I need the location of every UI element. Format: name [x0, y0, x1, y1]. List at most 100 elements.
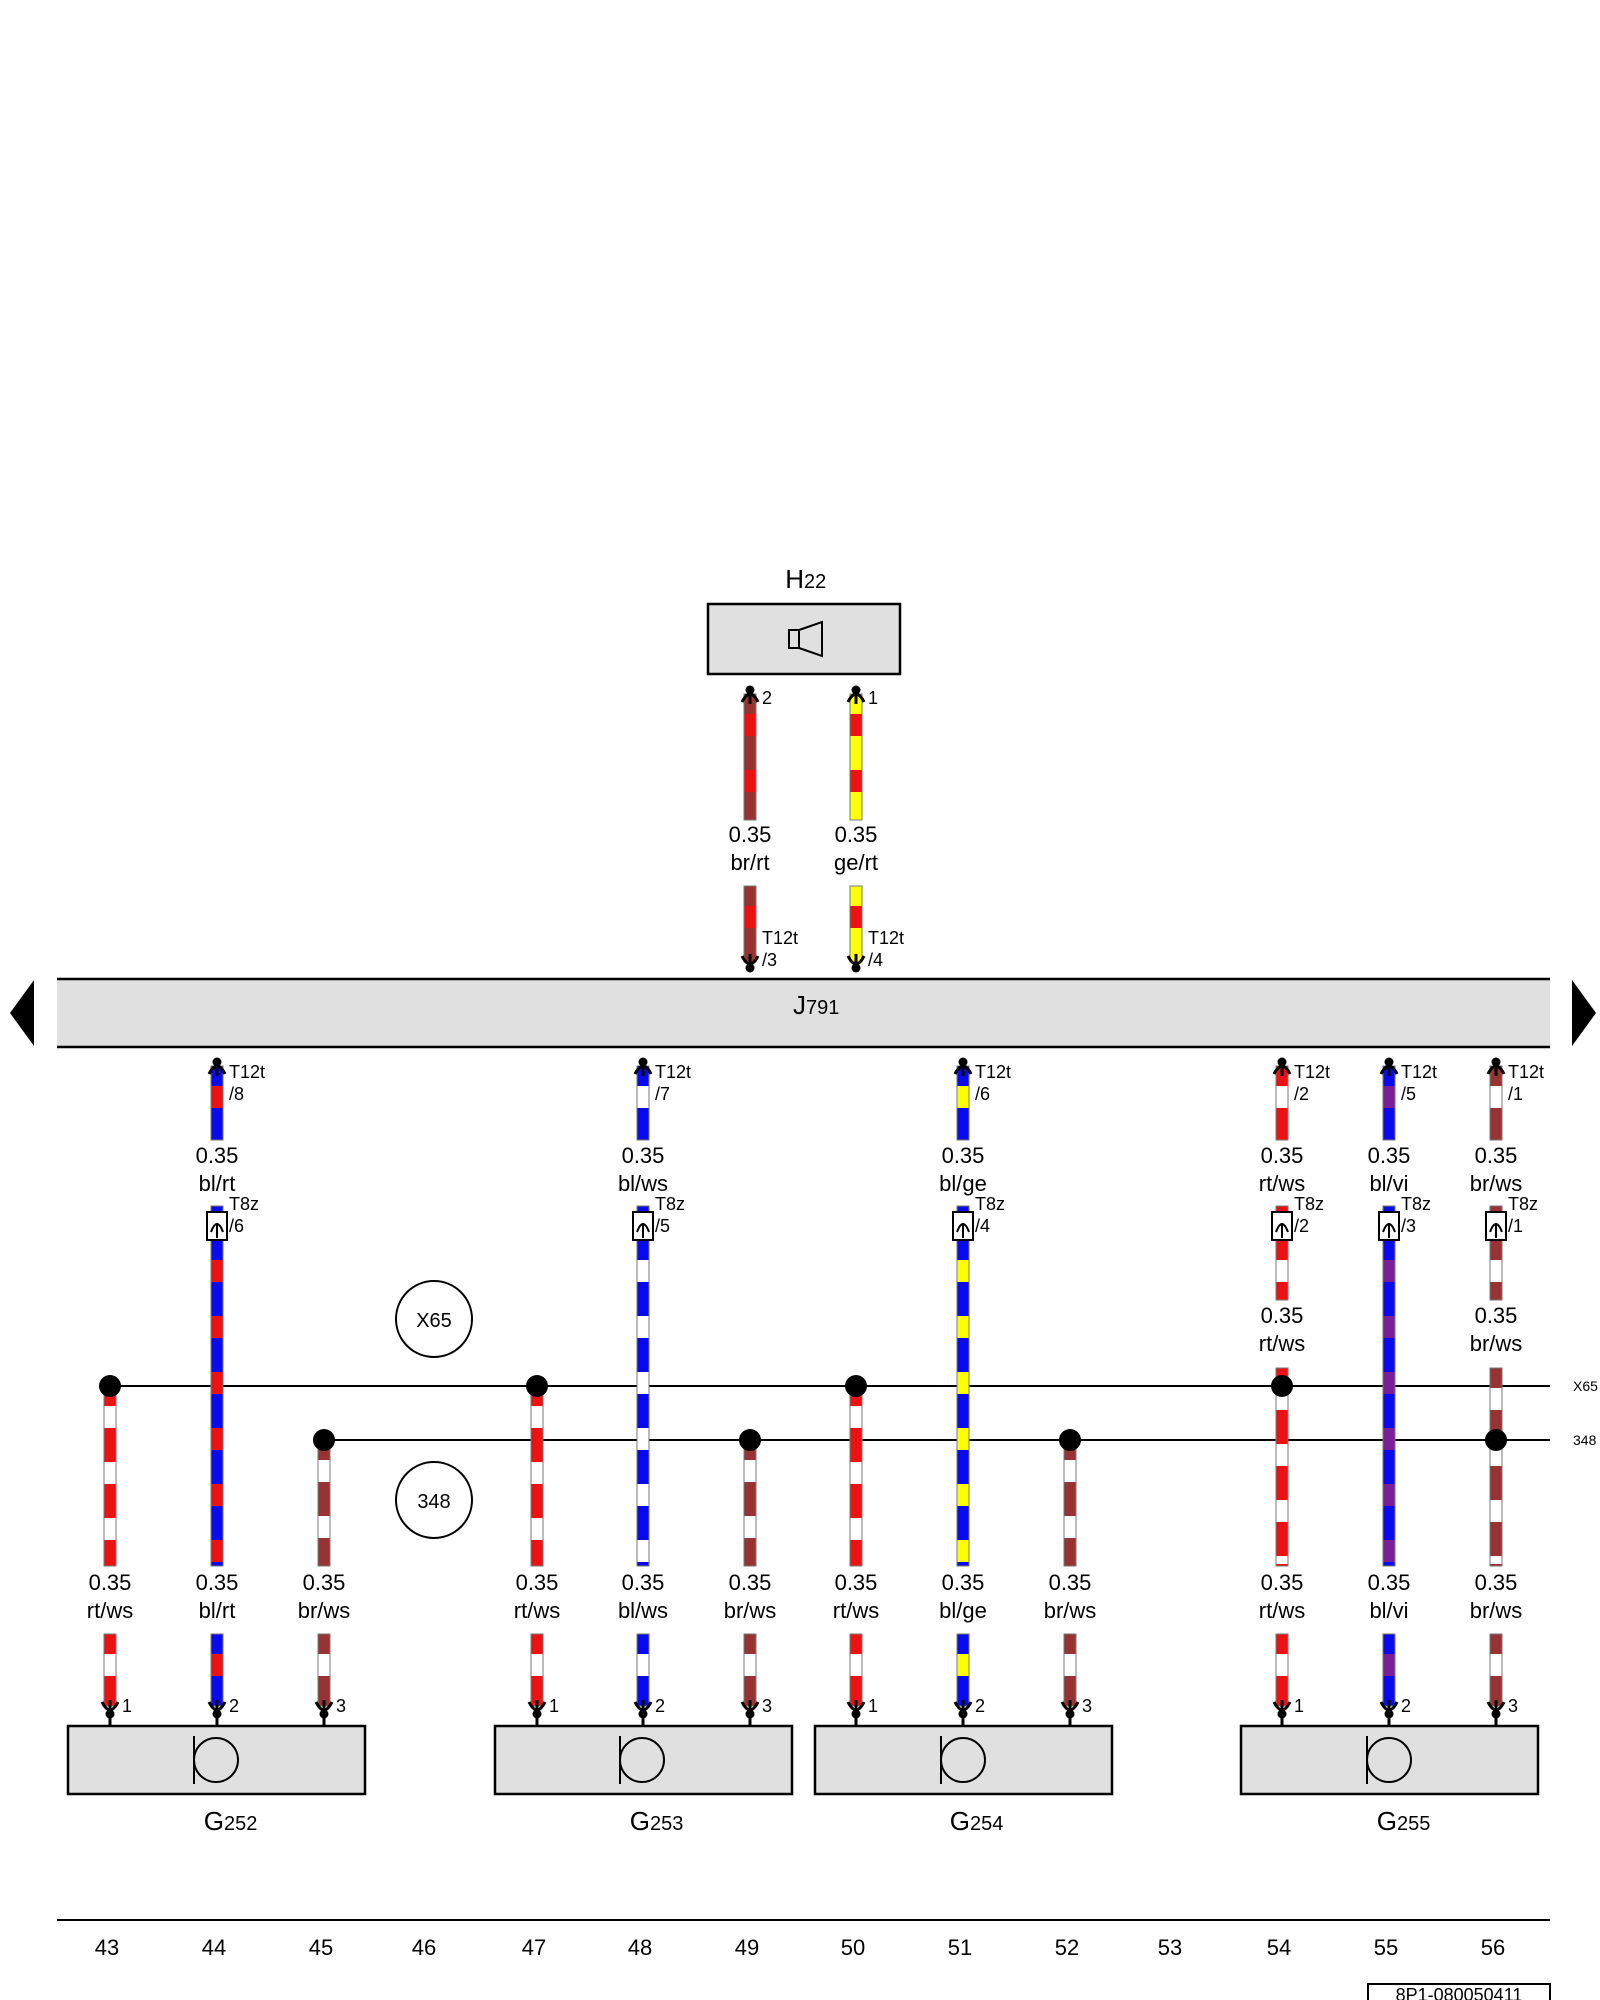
lower-43-gauge: 0.35: [89, 1570, 132, 1595]
lower-52-wire-a[interactable]: [1063, 1439, 1077, 1567]
component-g252[interactable]: G 252: [66, 1724, 367, 1836]
lower-52-wire-b[interactable]: [1063, 1633, 1077, 1707]
h22-pin1-t12t-pin-number: /4: [868, 950, 883, 970]
upper-51-t8z-pin-number: /4: [975, 1216, 990, 1236]
upper-56-wire-d[interactable]: [1489, 1367, 1503, 1567]
g255-id: G: [1377, 1806, 1397, 1836]
upper-54-t12t-pin-number: /2: [1294, 1084, 1309, 1104]
lower-51-gauge: 0.35: [942, 1570, 985, 1595]
bus-x65-label: X65: [1573, 1378, 1598, 1394]
doc-number-box: 8P1-080050411: [1367, 1983, 1551, 2000]
lower-52-pin-number: 3: [1082, 1696, 1092, 1716]
upper-51-wire-c[interactable]: [956, 1239, 970, 1567]
column-number-51: 51: [948, 1935, 972, 1960]
lower-52-color: br/ws: [1044, 1598, 1097, 1623]
upper-48-wire-a[interactable]: [636, 1065, 650, 1141]
lower-50-wire-b[interactable]: [849, 1633, 863, 1707]
lower-55-color: bl/vi: [1369, 1598, 1408, 1623]
splice-dots: [99, 1375, 1507, 1451]
upper-56-gauge: 0.35: [1475, 1143, 1518, 1168]
h22-pin2-pin-number: 2: [762, 688, 772, 708]
h22-pin2-wire-bottom[interactable]: [743, 885, 757, 963]
upper-48-t8z-label: T8z: [655, 1194, 685, 1214]
splice-dot-49: [739, 1429, 761, 1451]
sensor-icon: [619, 1736, 665, 1784]
lower-47-pin-number: 1: [549, 1696, 559, 1716]
lower-43-wire-a[interactable]: [103, 1385, 117, 1567]
lower-56-wire-b[interactable]: [1489, 1633, 1503, 1707]
component-g255[interactable]: G 255: [1239, 1724, 1540, 1836]
upper-55-t8z-pin-number: /3: [1401, 1216, 1416, 1236]
component-h22[interactable]: H 22: [706, 564, 902, 676]
h22-pin1-wire-top[interactable]: [849, 693, 863, 821]
h22-pin2-wire-top[interactable]: [743, 693, 757, 821]
upper-44-wire-a[interactable]: [210, 1065, 224, 1141]
upper-54-t12t-label: T12t: [1294, 1062, 1330, 1082]
g253-sub: 253: [650, 1813, 683, 1835]
lower-44-pin-number: 2: [229, 1696, 239, 1716]
lower-44-wire-b[interactable]: [210, 1633, 224, 1707]
j791-sub: 791: [806, 997, 839, 1019]
lower-45-wire-b[interactable]: [317, 1633, 331, 1707]
upper-54-wire-c[interactable]: [1275, 1239, 1289, 1301]
upper-54-t8z: [1271, 1211, 1293, 1241]
splice-dot-52: [1059, 1429, 1081, 1451]
upper-44-t12t-pin: [207, 1057, 227, 1076]
lower-51-wire-b[interactable]: [956, 1633, 970, 1707]
g252-housing: [66, 1724, 367, 1796]
lower-50-gauge: 0.35: [835, 1570, 878, 1595]
upper-56-wire-a[interactable]: [1489, 1065, 1503, 1141]
upper-48-t12t-pin-number: /7: [655, 1084, 670, 1104]
upper-44-wire-c[interactable]: [210, 1239, 224, 1567]
lower-54-gauge: 0.35: [1261, 1570, 1304, 1595]
lower-43-wire-b[interactable]: [103, 1633, 117, 1707]
column-number-43: 43: [95, 1935, 119, 1960]
component-g253[interactable]: G 253: [493, 1724, 794, 1836]
upper-51-color: bl/ge: [939, 1171, 987, 1196]
lower-49-wire-b[interactable]: [743, 1633, 757, 1707]
lower-48-wire-b[interactable]: [636, 1633, 650, 1707]
ground-point-x65: [395, 1280, 473, 1358]
lower-54-color: rt/ws: [1259, 1598, 1305, 1623]
lower-43-pin-number: 1: [122, 1696, 132, 1716]
lower-47-wire-a[interactable]: [530, 1385, 544, 1567]
lower-54-wire-b[interactable]: [1275, 1633, 1289, 1707]
upper-51-t8z: [952, 1211, 974, 1241]
upper-51-wire-a[interactable]: [956, 1065, 970, 1141]
lower-49-pin: [740, 1700, 760, 1719]
component-j791[interactable]: J 791: [10, 977, 1596, 1049]
g252-id: G: [204, 1806, 224, 1836]
upper-54-t8z-label: T8z: [1294, 1194, 1324, 1214]
upper-56-t12t-pin-number: /1: [1508, 1084, 1523, 1104]
splice-dot-50: [845, 1375, 867, 1397]
lower-50-pin-number: 1: [868, 1696, 878, 1716]
lower-55-wire-b[interactable]: [1382, 1633, 1396, 1707]
upper-44-t8z-pin-number: /6: [229, 1216, 244, 1236]
sensor-icon: [1366, 1736, 1412, 1784]
lower-50-wire-a[interactable]: [849, 1385, 863, 1567]
column-number-52: 52: [1055, 1935, 1079, 1960]
upper-54-wire-d[interactable]: [1275, 1367, 1289, 1567]
upper-56-wire-c[interactable]: [1489, 1239, 1503, 1301]
lower-55-gauge: 0.35: [1368, 1570, 1411, 1595]
upper-55-t12t-label: T12t: [1401, 1062, 1437, 1082]
upper-51-t12t-label: T12t: [975, 1062, 1011, 1082]
j791-housing: [57, 979, 1550, 1047]
bus-348-label: 348: [1573, 1432, 1597, 1448]
upper-55-wire-a[interactable]: [1382, 1065, 1396, 1141]
column-number-46: 46: [412, 1935, 436, 1960]
upper-48-color: bl/ws: [618, 1171, 668, 1196]
lower-49-wire-a[interactable]: [743, 1439, 757, 1567]
upper-55-wire-c[interactable]: [1382, 1239, 1396, 1567]
lower-47-wire-b[interactable]: [530, 1633, 544, 1707]
h22-pin1-wire-bottom[interactable]: [849, 885, 863, 963]
upper-54-t8z-pin-number: /2: [1294, 1216, 1309, 1236]
component-g254[interactable]: G 254: [813, 1724, 1114, 1836]
lower-43-color: rt/ws: [87, 1598, 133, 1623]
splice-dot-43: [99, 1375, 121, 1397]
h22-pin2-color: br/rt: [730, 850, 769, 875]
lower-45-wire-a[interactable]: [317, 1439, 331, 1567]
upper-54-wire-a[interactable]: [1275, 1065, 1289, 1141]
upper-48-wire-c[interactable]: [636, 1239, 650, 1567]
lower-49-color: br/ws: [724, 1598, 777, 1623]
